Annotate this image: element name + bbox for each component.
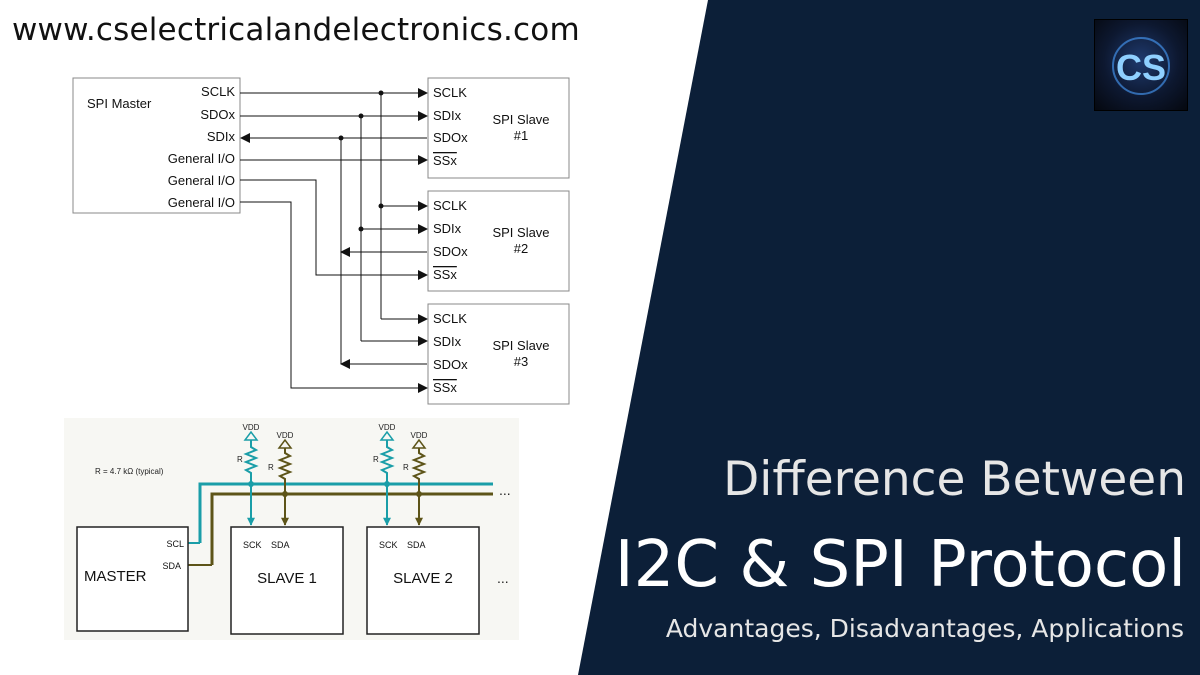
r-label-sda-2: R [403,463,409,472]
spi-master-pin-sclk: SCLK [201,84,235,99]
resistor-scl-1 [243,440,259,484]
spi-master-pin-gio1: General I/O [168,151,235,166]
title-line-1: Difference Between [723,452,1186,507]
i2c-slave-2-label: SLAVE 2 [393,570,453,587]
spi-master-title: SPI Master [87,96,152,111]
vdd-symbol-scl-2 [379,430,395,441]
r-label-scl-1: R [237,455,243,464]
slave3-pin-ssx: SSx [433,380,457,395]
slave1-pin-sclk: SCLK [433,85,467,100]
slave2-pin-ssx: SSx [433,267,457,282]
site-url[interactable]: www.cselectricalandelectronics.com [12,12,580,48]
cs-logo: CS [1095,20,1187,110]
slave2-pin-sdix: SDIx [433,221,462,236]
vdd-label-scl-1: VDD [243,423,260,432]
i2c-master-label: MASTER [84,568,147,585]
slave3-num: #3 [514,354,528,369]
i2c-slave-2-box [366,526,480,635]
slave1-pin-sdox: SDOx [433,130,468,145]
i2c-master-pin-scl: SCL [166,539,184,549]
spi-master-pin-gio3: General I/O [168,195,235,210]
vdd-symbol-sda-2 [411,438,427,449]
i2c-master-pin-sda: SDA [162,561,181,571]
slave2-num: #2 [514,241,528,256]
title-line-2: I2C & SPI Protocol [614,528,1186,602]
spi-wires [240,88,428,393]
vdd-label-sda-1: VDD [277,431,294,440]
spi-master-pin-sdix: SDIx [207,129,236,144]
resistor-sda-1 [277,448,293,494]
slave3-name: SPI Slave [492,338,549,353]
i2c-slave-1-box [230,526,344,635]
r-label-scl-2: R [373,455,379,464]
spi-master-box [72,77,241,214]
bus-ellipsis: ... [499,482,511,498]
pullup-group-2: VDD R VDD R [373,423,428,526]
i2c-slave-2-pin-sck: SCK [379,540,398,550]
slave3-pin-sdox: SDOx [433,357,468,372]
resistor-scl-2 [379,440,395,484]
i2c-slave-1-pin-sck: SCK [243,540,262,550]
dark-title-panel [578,0,1200,675]
slave2-pin-sdox: SDOx [433,244,468,259]
slave1-pin-ssx: SSx [433,153,457,168]
slave1-name: SPI Slave [492,112,549,127]
spi-master-pin-gio2: General I/O [168,173,235,188]
vdd-label-scl-2: VDD [379,423,396,432]
logo-ring [1112,37,1170,95]
spi-slave-2: SCLK SDIx SDOx SSx SPI Slave #2 [427,190,570,292]
slave2-name: SPI Slave [492,225,549,240]
i2c-master-box [76,526,189,632]
i2c-slave-1-label: SLAVE 1 [257,570,317,587]
resistor-sda-2 [411,448,427,494]
logo-text: CS [1116,47,1166,88]
spi-master-pin-sdox: SDOx [200,107,235,122]
sda-bus-line [210,492,493,565]
i2c-slave-2-pin-sda: SDA [407,540,426,550]
spi-junction-dots [338,90,384,232]
title-line-3: Advantages, Disadvantages, Applications [665,614,1184,643]
scl-bus-line [198,482,493,543]
slave3-pin-sclk: SCLK [433,311,467,326]
vdd-symbol-scl-1 [243,430,259,441]
i2c-slave-1-pin-sda: SDA [271,540,290,550]
spi-slave-1: SCLK SDIx SDOx SSx SPI Slave #1 [427,77,570,179]
slave3-pin-sdix: SDIx [433,334,462,349]
r-label-sda-1: R [268,463,274,472]
vdd-symbol-sda-1 [277,438,293,449]
slave1-num: #1 [514,128,528,143]
slave2-pin-sclk: SCLK [433,198,467,213]
vdd-label-sda-2: VDD [411,431,428,440]
resistor-note: R = 4.7 kΩ (typical) [95,467,164,476]
pullup-group-1: VDD R VDD R [237,423,294,526]
slave1-pin-sdix: SDIx [433,108,462,123]
spi-slave-3: SCLK SDIx SDOx SSx SPI Slave #3 [427,303,570,405]
slaves-ellipsis: ... [497,570,509,586]
